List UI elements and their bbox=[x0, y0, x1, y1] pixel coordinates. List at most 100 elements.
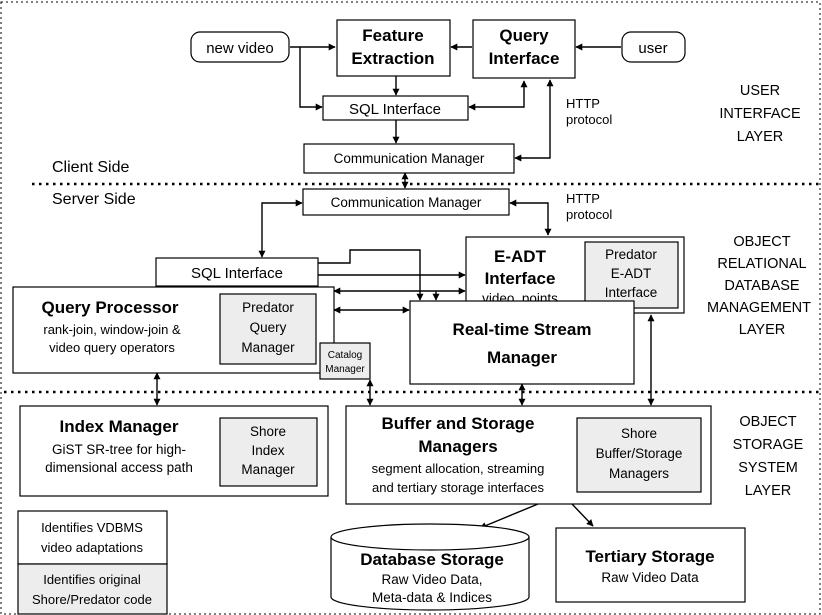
node-predator-eadt-interface: Predator E-ADT Interface bbox=[584, 241, 679, 309]
http-protocol-client: HTTP protocol bbox=[566, 96, 612, 127]
buffer-storage-title1: Buffer and Storage bbox=[381, 414, 534, 433]
layer-ui-line1: USER bbox=[740, 83, 780, 99]
legend-original-line2: Shore/Predator code bbox=[32, 592, 152, 607]
layer-ui-line2: INTERFACE bbox=[719, 106, 801, 122]
legend-vdbms-line2: video adaptations bbox=[41, 540, 143, 555]
layer-label-user-interface: USER INTERFACE LAYER bbox=[719, 83, 801, 145]
realtime-stream-line1: Real-time Stream bbox=[453, 320, 592, 339]
query-interface-line2: Interface bbox=[489, 49, 560, 68]
query-processor-line1: rank-join, window-join & bbox=[43, 322, 181, 337]
node-catalog-manager: Catalog Manager bbox=[319, 342, 371, 380]
legend-vdbms-swatch bbox=[17, 510, 168, 565]
layer-label-storage: OBJECT STORAGE SYSTEM LAYER bbox=[733, 414, 804, 499]
index-manager-title: Index Manager bbox=[59, 417, 178, 436]
layer-ui-line3: LAYER bbox=[737, 129, 783, 145]
comm-manager-client-label: Communication Manager bbox=[334, 151, 485, 166]
shore-buffer-line1: Shore bbox=[621, 426, 657, 441]
http-server-line1: HTTP bbox=[566, 191, 600, 206]
realtime-stream-line2: Manager bbox=[487, 348, 557, 367]
layer-ordbms-line4: MANAGEMENT bbox=[707, 300, 811, 316]
http-protocol-server: HTTP protocol bbox=[566, 191, 612, 222]
database-storage-title: Database Storage bbox=[360, 550, 504, 569]
buffer-storage-line1: segment allocation, streaming bbox=[372, 461, 545, 476]
connector-comm-sql-server bbox=[258, 199, 303, 258]
predator-eadt-line2: E-ADT bbox=[611, 266, 652, 281]
connector-buffer-tertiary bbox=[571, 503, 594, 527]
node-comm-manager-server: Communication Manager bbox=[302, 188, 510, 216]
shore-buffer-line2: Buffer/Storage bbox=[596, 446, 683, 461]
tertiary-storage-line1: Raw Video Data bbox=[601, 570, 699, 585]
node-shore-buffer-storage-managers: Shore Buffer/Storage Managers bbox=[576, 417, 702, 493]
buffer-storage-line2: and tertiary storage interfaces bbox=[372, 480, 544, 495]
shore-index-line2: Index bbox=[251, 443, 284, 458]
http-client-line2: protocol bbox=[566, 112, 612, 127]
connectors bbox=[153, 43, 655, 529]
layer-storage-line1: OBJECT bbox=[739, 414, 796, 430]
server-side-label: Server Side bbox=[52, 191, 136, 208]
comm-manager-server-label: Communication Manager bbox=[331, 195, 482, 210]
catalog-manager-line1: Catalog bbox=[328, 350, 362, 361]
connector-query-comm-client bbox=[514, 79, 554, 162]
catalog-manager-line2: Manager bbox=[325, 364, 365, 375]
node-predator-query-manager: Predator Query Manager bbox=[219, 293, 317, 365]
new-video-label: new video bbox=[206, 40, 274, 57]
layer-ordbms-line2: RELATIONAL bbox=[717, 256, 806, 272]
connector-sql-query bbox=[468, 80, 528, 111]
sql-interface-server-label: SQL Interface bbox=[191, 265, 283, 282]
legend-original-line1: Identifies original bbox=[43, 572, 141, 587]
eadt-interface-title1: E-ADT bbox=[494, 247, 547, 266]
connector-comm-eadt bbox=[509, 199, 552, 236]
node-user: user bbox=[621, 31, 686, 63]
query-processor-line2: video query operators bbox=[49, 340, 175, 355]
database-storage-line2: Meta-data & Indices bbox=[372, 590, 492, 605]
node-comm-manager-client: Communication Manager bbox=[303, 143, 515, 174]
shore-index-line1: Shore bbox=[250, 424, 286, 439]
database-storage-line1: Raw Video Data, bbox=[381, 572, 482, 587]
node-sql-interface-server: SQL Interface bbox=[155, 257, 319, 287]
predator-query-manager-line1: Predator bbox=[242, 300, 294, 315]
user-label: user bbox=[638, 40, 667, 57]
layer-storage-line4: LAYER bbox=[745, 483, 791, 499]
node-feature-extraction: Feature Extraction bbox=[336, 19, 451, 77]
layer-label-ordbms: OBJECT RELATIONAL DATABASE MANAGEMENT LA… bbox=[707, 234, 811, 338]
node-query-interface: Query Interface bbox=[472, 19, 576, 79]
node-realtime-stream-manager: Real-time Stream Manager bbox=[409, 300, 635, 385]
node-new-video: new video bbox=[190, 31, 290, 63]
legend-original-swatch bbox=[17, 563, 168, 615]
client-side-label: Client Side bbox=[52, 159, 129, 176]
query-processor-title: Query Processor bbox=[41, 298, 178, 317]
predator-query-manager-line3: Manager bbox=[241, 340, 295, 355]
node-sql-interface-client: SQL Interface bbox=[322, 95, 469, 121]
feature-extraction-line2: Extraction bbox=[351, 49, 434, 68]
tertiary-storage-title: Tertiary Storage bbox=[585, 547, 714, 566]
layer-ordbms-line5: LAYER bbox=[739, 322, 785, 338]
layer-ordbms-line3: DATABASE bbox=[724, 278, 800, 294]
connector-buffer-db bbox=[479, 503, 539, 529]
feature-extraction-line1: Feature bbox=[362, 26, 423, 45]
index-manager-line1: GiST SR-tree for high- bbox=[52, 442, 186, 457]
node-database-storage: Database Storage Raw Video Data, Meta-da… bbox=[330, 523, 530, 611]
buffer-storage-title2: Managers bbox=[418, 437, 497, 456]
http-server-line2: protocol bbox=[566, 207, 612, 222]
predator-query-manager-line2: Query bbox=[250, 320, 287, 335]
legend: Identifies VDBMS video adaptations Ident… bbox=[17, 510, 168, 615]
legend-vdbms-line1: Identifies VDBMS bbox=[41, 520, 143, 535]
predator-eadt-line1: Predator bbox=[605, 247, 657, 262]
shore-buffer-line3: Managers bbox=[609, 466, 669, 481]
layer-storage-line3: SYSTEM bbox=[738, 460, 798, 476]
node-shore-index-manager: Shore Index Manager bbox=[219, 417, 318, 487]
sql-interface-client-label: SQL Interface bbox=[349, 101, 441, 118]
eadt-interface-title2: Interface bbox=[485, 269, 556, 288]
connector-sql-stream bbox=[318, 249, 424, 301]
query-interface-line1: Query bbox=[499, 26, 549, 45]
connector-newvideo-sql bbox=[299, 47, 323, 111]
predator-eadt-line3: Interface bbox=[605, 285, 658, 300]
layer-ordbms-line1: OBJECT bbox=[733, 234, 790, 250]
index-manager-line2: dimensional access path bbox=[45, 460, 193, 475]
node-tertiary-storage: Tertiary Storage Raw Video Data bbox=[555, 527, 746, 603]
layer-storage-line2: STORAGE bbox=[733, 437, 804, 453]
http-client-line1: HTTP bbox=[566, 96, 600, 111]
shore-index-line3: Manager bbox=[241, 462, 295, 477]
